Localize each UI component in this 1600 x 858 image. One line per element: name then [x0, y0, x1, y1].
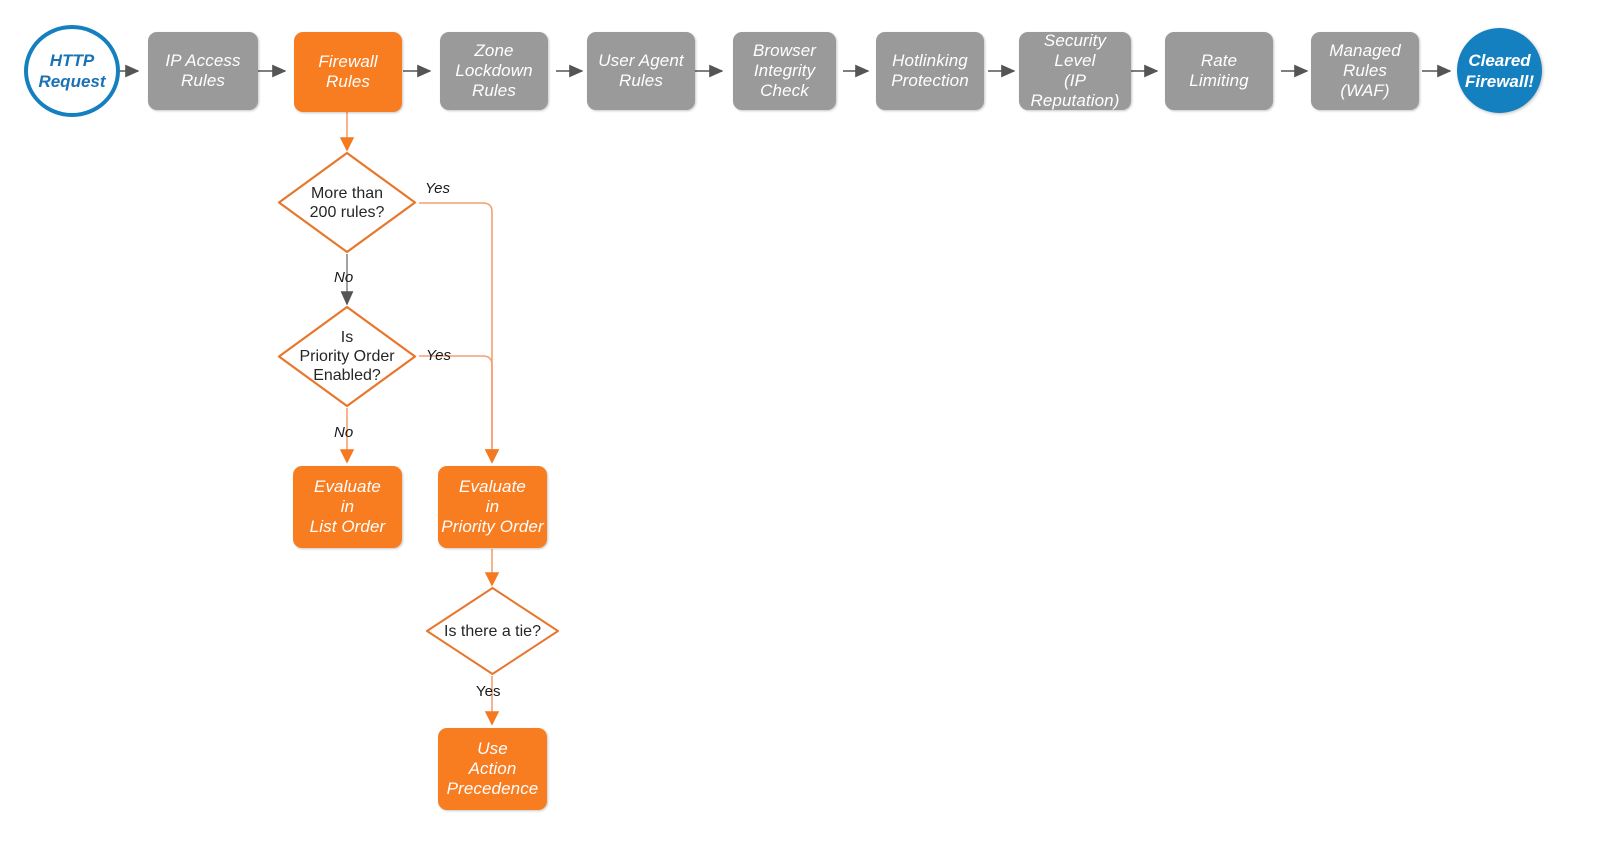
diamond-shape [277, 305, 417, 408]
edge-label-priority-yes: Yes [426, 347, 452, 364]
node-zone-lockdown-rules[interactable]: Zone Lockdown Rules [440, 32, 548, 110]
edge-label-more-rules-yes: Yes [425, 180, 451, 197]
node-firewall-rules[interactable]: Firewall Rules [294, 32, 402, 112]
node-security-level[interactable]: Security Level (IP Reputation) [1019, 31, 1131, 110]
edge-priority-yes [419, 355, 500, 464]
node-cleared-firewall[interactable]: Cleared Firewall! [1457, 28, 1542, 113]
diamond-shape [426, 587, 559, 675]
node-use-action-precedence[interactable]: Use Action Precedence [438, 728, 547, 810]
node-managed-rules-waf[interactable]: Managed Rules (WAF) [1311, 32, 1419, 110]
node-evaluate-in-list-order[interactable]: Evaluate in List Order [293, 466, 402, 548]
node-http-request[interactable]: HTTP Request [24, 25, 120, 117]
node-rate-limiting[interactable]: Rate Limiting [1165, 32, 1273, 110]
edge-more-rules-yes [419, 202, 500, 464]
decision-label: Is there a tie? [444, 622, 541, 640]
decision-is-priority-order-enabled[interactable]: Is Priority Order Enabled? [276, 304, 418, 409]
decision-more-than-200-rules[interactable]: More than 200 rules? [276, 150, 418, 255]
node-hotlinking-protection[interactable]: Hotlinking Protection [876, 32, 984, 110]
node-ip-access-rules[interactable]: IP Access Rules [148, 32, 258, 110]
node-browser-integrity-check[interactable]: Browser Integrity Check [733, 32, 836, 110]
node-evaluate-in-priority-order[interactable]: Evaluate in Priority Order [438, 466, 547, 548]
decision-label: Is Priority Order Enabled? [299, 329, 395, 384]
edge-label-more-rules-no: No [334, 269, 354, 286]
edge-label-priority-no: No [334, 424, 354, 441]
decision-label: More than 200 rules? [309, 184, 385, 221]
node-user-agent-rules[interactable]: User Agent Rules [587, 32, 695, 110]
diamond-shape [277, 151, 417, 254]
edge-label-tie-yes: Yes [476, 683, 501, 700]
decision-is-there-a-tie[interactable]: Is there a tie? [424, 585, 561, 677]
